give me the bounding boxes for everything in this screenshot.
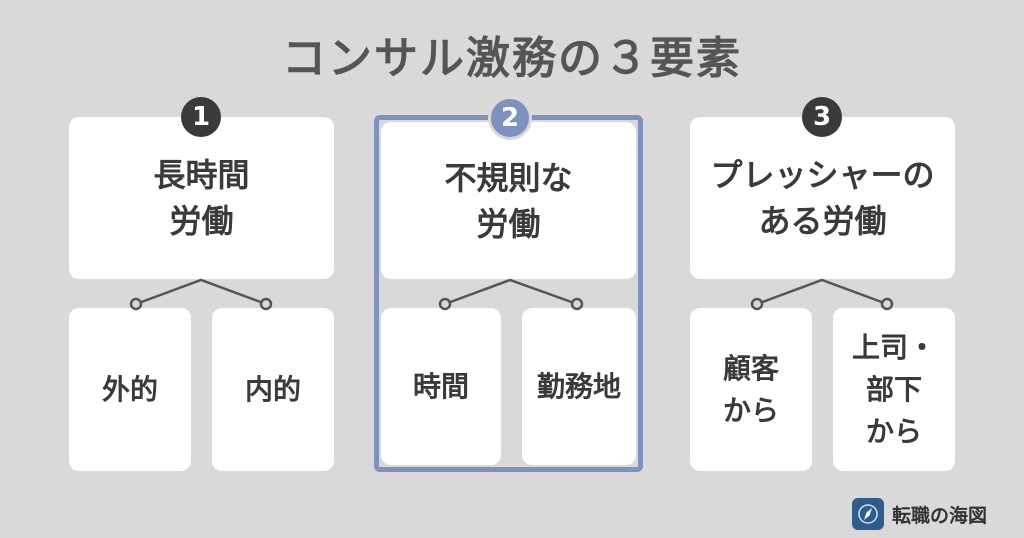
element-2-factor-2-card: 勤務地 [522, 308, 636, 465]
connector-node [129, 297, 143, 311]
diagram-title: コンサル激務の３要素 [282, 33, 742, 84]
element-3-label: プレッシャーの ある労働 [710, 156, 935, 240]
connector-2 [444, 278, 578, 306]
element-3-factor-2-card: 上司・ 部下 から [833, 308, 955, 471]
element-2-factor-1-label: 時間 [412, 369, 469, 403]
connector-3 [756, 278, 888, 306]
compass-icon [852, 498, 884, 530]
brand-name: 転職の海図 [892, 504, 988, 527]
connector-node [570, 297, 584, 311]
element-1-card: 長時間 労働 [69, 117, 334, 279]
element-3-number-badge: 3 [802, 97, 842, 137]
element-3-factor-1-label: 顧客 から [722, 351, 779, 427]
element-1-number-badge: 1 [181, 97, 221, 137]
connector-node [259, 297, 273, 311]
connector-node [750, 297, 764, 311]
element-3-factor-1-card: 顧客 から [690, 308, 812, 471]
element-2-factor-2-label: 勤務地 [536, 369, 621, 403]
element-3-factor-2-label: 上司・ 部下 から [851, 330, 936, 448]
element-1-factor-1-card: 外的 [69, 308, 191, 471]
element-2-factor-1-card: 時間 [381, 308, 501, 465]
element-3-card: プレッシャーの ある労働 [690, 117, 955, 279]
element-1-factor-2-card: 内的 [212, 308, 334, 471]
element-1-label: 長時間 労働 [153, 156, 250, 240]
element-1-factor-2-label: 内的 [244, 372, 301, 406]
element-2-number-badge: 2 [488, 96, 532, 140]
connector-node [880, 297, 894, 311]
element-2-card: 不規則な 労働 [381, 122, 636, 279]
element-2-label: 不規則な 労働 [444, 158, 573, 243]
element-1-factor-1-label: 外的 [101, 372, 158, 406]
connector-1 [135, 278, 267, 306]
brand-logo: 転職の海図 [852, 497, 987, 531]
connector-node [438, 297, 452, 311]
